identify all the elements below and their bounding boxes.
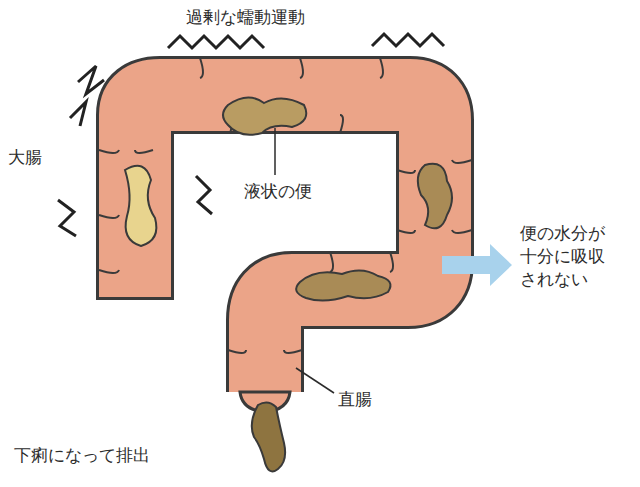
absorption-arrow: [442, 244, 512, 286]
organ-label: 大腸: [8, 146, 42, 169]
leader-line: [274, 128, 276, 175]
colon-outline: [135, 95, 435, 392]
stool-ascending: [125, 166, 156, 246]
stool-descending: [418, 164, 452, 229]
stool-sigmoid: [296, 270, 390, 300]
expelled-stool: [252, 402, 285, 471]
stool-transverse: [223, 97, 306, 134]
absorption-note: 便の水分が 十分に吸収 されない: [520, 222, 610, 291]
organ-label: 直腸: [338, 388, 372, 411]
colon-wall: [135, 95, 435, 392]
result-label: 下痢になって排出: [14, 444, 150, 467]
motion-lines: [58, 34, 444, 236]
motion-label: 過剰な蠕動運動: [186, 6, 305, 29]
stool-label: 液状の便: [244, 180, 312, 203]
haustra-folds: [99, 58, 472, 353]
leader-line: [296, 368, 334, 393]
